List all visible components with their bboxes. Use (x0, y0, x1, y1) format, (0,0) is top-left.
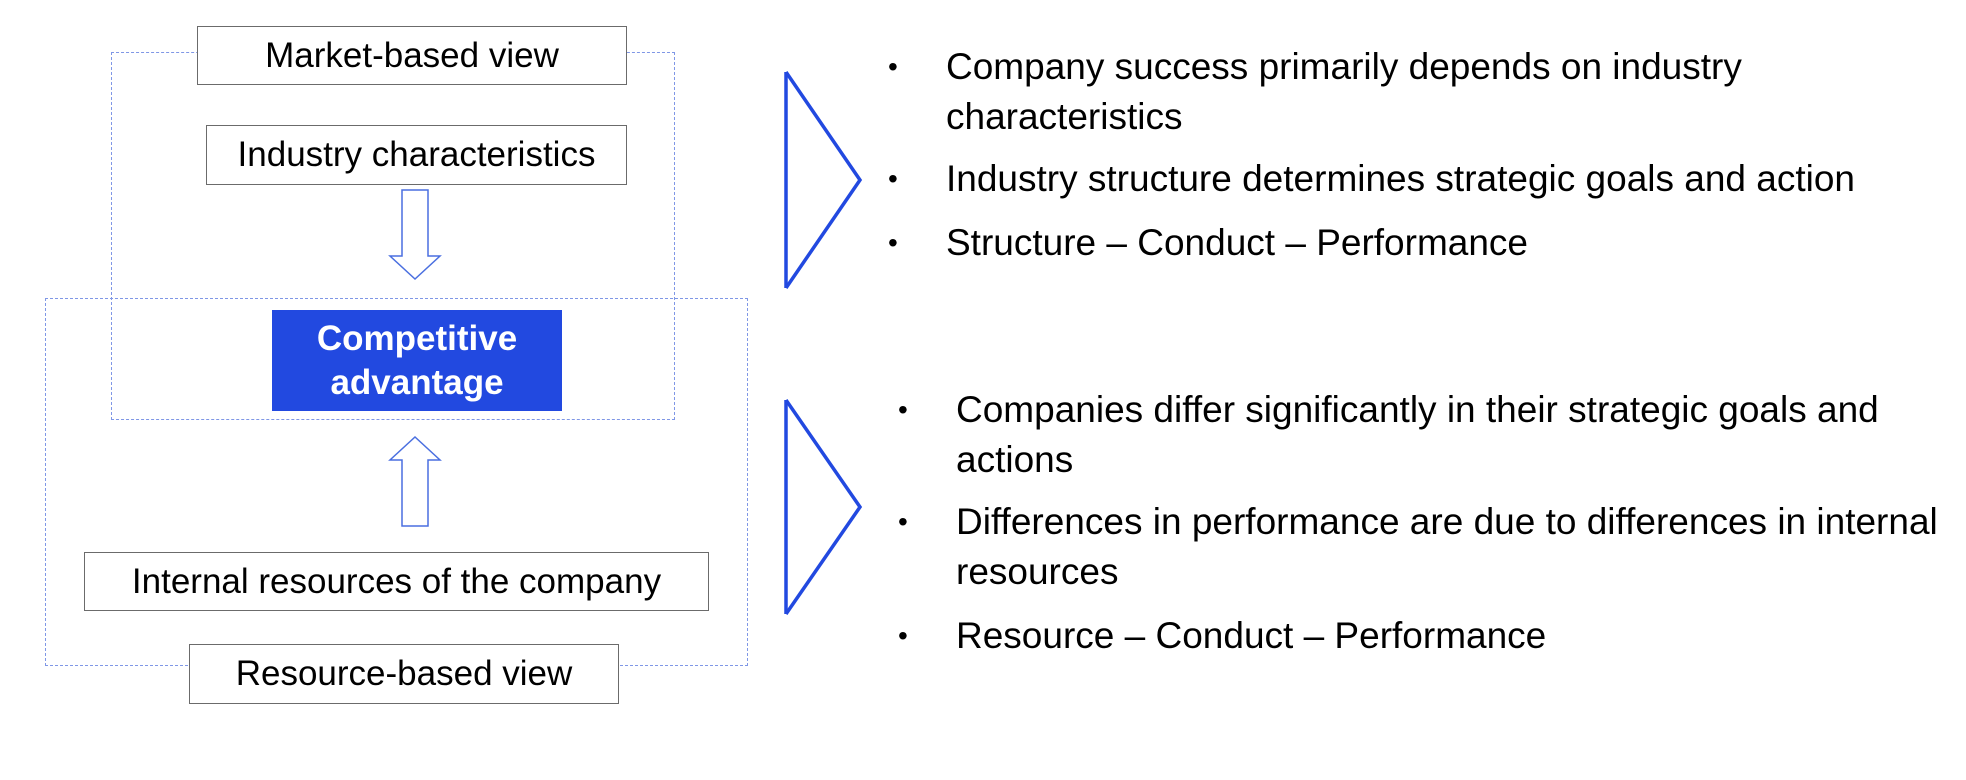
internal-resources-label: Internal resources of the company (131, 561, 662, 601)
list-item: •Industry structure determines strategic… (888, 158, 1856, 199)
chevron-right-icon-top (784, 71, 863, 289)
competitive-advantage-box: Competitive advantage (272, 310, 562, 411)
up-arrow-icon (388, 435, 442, 527)
market-based-view-box: Market-based view (197, 26, 627, 85)
competitive-advantage-line1: Competitive (316, 318, 518, 358)
list-item: •Company success primarily depends on in… (888, 46, 1742, 137)
market-view-bullets: •Company success primarily depends on in… (888, 42, 1956, 282)
resource-based-view-box: Resource-based view (189, 644, 619, 704)
list-item: •Differences in performance are due to d… (898, 501, 1938, 592)
list-item: •Structure – Conduct – Performance (888, 222, 1529, 263)
industry-characteristics-label: Industry characteristics (237, 135, 596, 174)
list-item: •Companies differ significantly in their… (898, 389, 1879, 480)
internal-resources-box: Internal resources of the company (84, 552, 709, 611)
resource-view-bullets: •Companies differ significantly in their… (898, 385, 1946, 675)
chevron-right-icon-bottom (784, 399, 863, 615)
list-item: •Resource – Conduct – Performance (898, 615, 1547, 656)
resource-based-view-label: Resource-based view (235, 654, 573, 693)
industry-characteristics-box: Industry characteristics (206, 125, 627, 185)
down-arrow-icon (388, 189, 442, 281)
market-based-view-label: Market-based view (265, 35, 559, 75)
competitive-advantage-line2: advantage (330, 362, 504, 402)
